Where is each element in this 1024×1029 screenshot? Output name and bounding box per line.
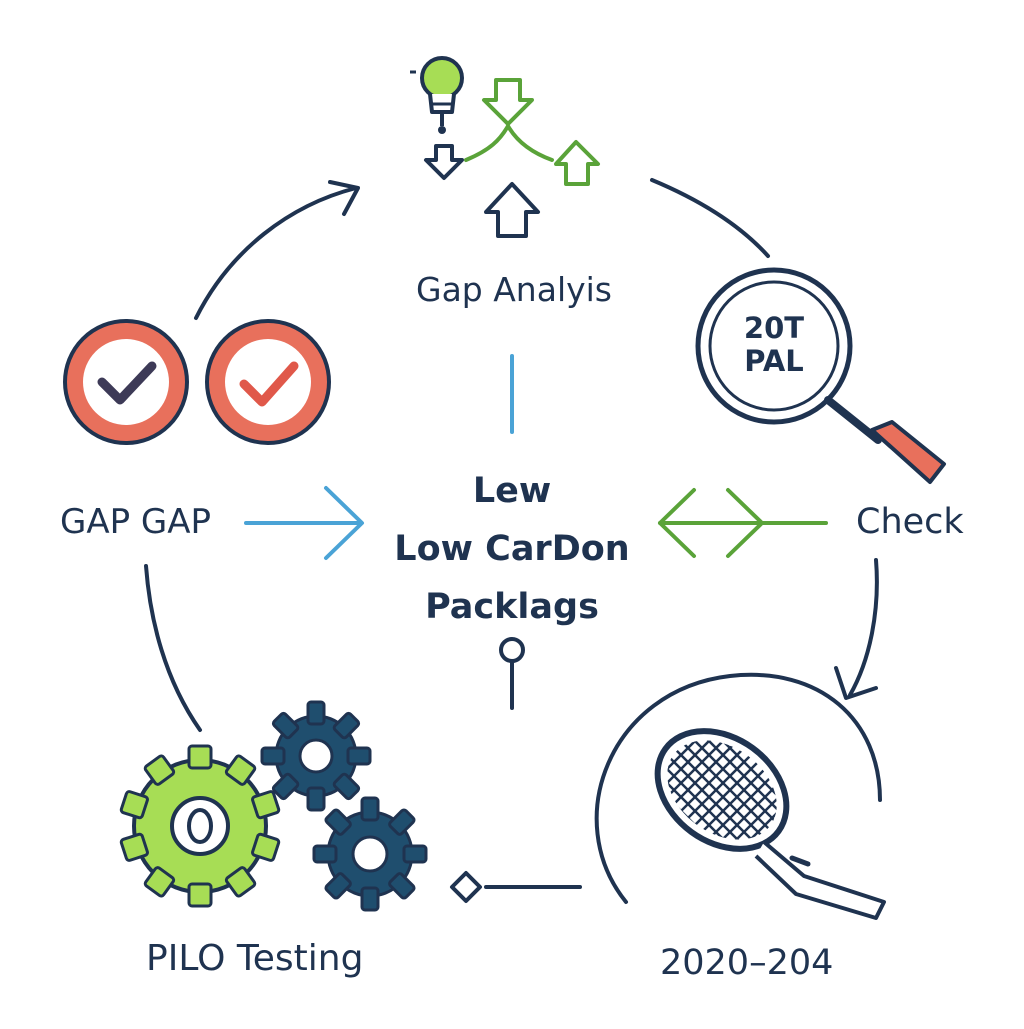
arrow-down-small-icon — [424, 144, 464, 180]
branch-line-green — [464, 121, 554, 162]
cycle-arc-left — [144, 564, 202, 732]
check-badge-icon-1 — [63, 319, 189, 445]
center-title: Lew Low CarDon Packlags — [362, 462, 662, 636]
racket-icon — [594, 672, 886, 920]
magnifier-text: 20T PAL — [719, 312, 829, 378]
magnifier-text-line-1: 20T — [743, 311, 805, 345]
label-pilot-testing: PILO Testing — [146, 938, 364, 979]
connector-right-arrowhead-left — [658, 488, 696, 558]
center-title-line-1: Lew — [472, 471, 552, 511]
connector-right-arrowhead-mid — [726, 488, 764, 558]
label-gap-analysis: Gap Analyis — [416, 270, 613, 309]
lightbulb-icon — [410, 56, 464, 134]
arrow-down-green-icon — [482, 78, 534, 126]
gear-teeth — [119, 744, 281, 908]
label-check: Check — [856, 502, 964, 542]
connector-left-arrowhead — [324, 486, 364, 560]
arrow-up-green-icon — [554, 140, 600, 186]
magnifier-text-line-2: PAL — [744, 344, 804, 378]
cycle-arc-top-left — [194, 186, 358, 320]
center-title-line-3: Packlags — [425, 587, 599, 627]
connector-bottom-pin-head — [499, 637, 525, 663]
check-badge-icon-2 — [205, 319, 331, 445]
gear-lime-icon — [132, 758, 268, 894]
arrowhead-right — [834, 666, 878, 700]
arrow-up-dark-icon — [484, 182, 540, 238]
label-gap-gap: GAP GAP — [60, 502, 212, 542]
arrowhead-top-left — [328, 180, 360, 216]
center-title-line-2: Low CarDon — [394, 529, 630, 569]
gear-teeth — [312, 796, 428, 912]
cycle-arc-right — [848, 558, 879, 697]
gear-teeth — [260, 700, 372, 812]
magnifier-icon — [695, 267, 946, 484]
cycle-arc-top-right — [650, 178, 770, 258]
label-years: 2020–204 — [660, 943, 834, 983]
connector-bottom-diamond — [450, 871, 482, 903]
